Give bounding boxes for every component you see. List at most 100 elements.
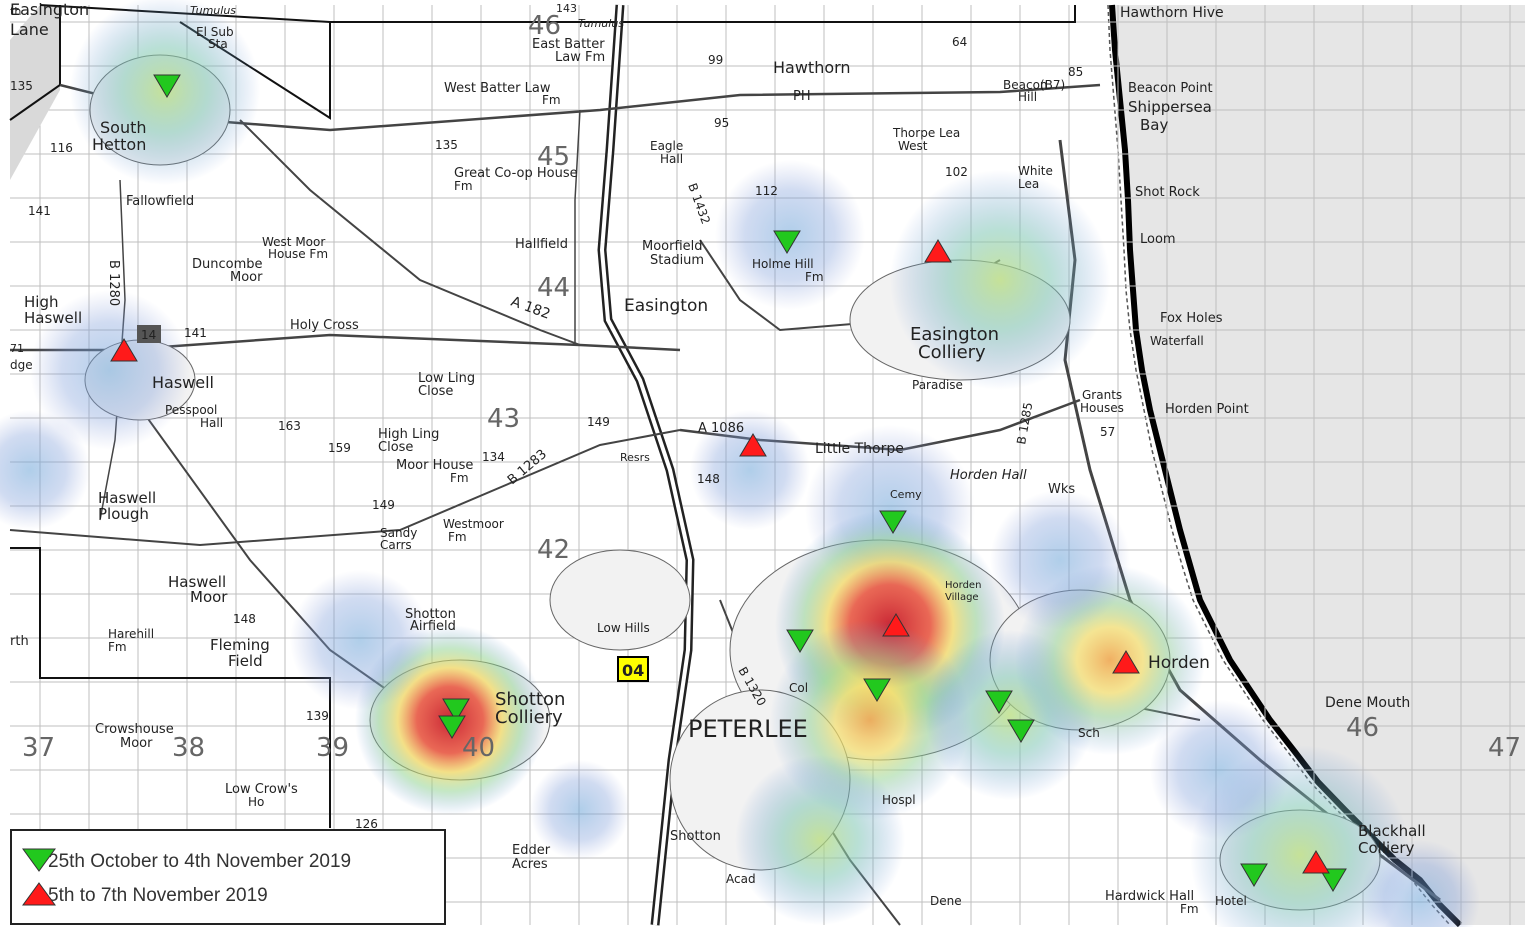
label-great-coop-fm: Fm bbox=[454, 179, 473, 193]
spot-159: 159 bbox=[328, 441, 351, 455]
green-triangle-icon bbox=[22, 848, 56, 872]
label-west-moor-house: House Fm bbox=[268, 247, 328, 261]
legend-row-green: 25th October to 4th November 2019 bbox=[22, 847, 351, 877]
label-eagle-hall: Hall bbox=[660, 152, 683, 166]
road-b1280: B 1280 bbox=[106, 260, 121, 306]
label-hardwick-hall-fm: Fm bbox=[1180, 902, 1199, 916]
label-east-batter: East Batter bbox=[532, 37, 605, 52]
place-labels: Easington Lane Hawthorn Hive Beacon Poin… bbox=[10, 0, 1426, 916]
label-westmoor-fm: Fm bbox=[448, 530, 467, 544]
label-peterlee: PETERLEE bbox=[688, 715, 808, 743]
label-low-crows-ho: Ho bbox=[248, 795, 264, 809]
label-holme-hill: Holme Hill bbox=[752, 257, 814, 271]
label-haswell-moor: Haswell bbox=[168, 573, 226, 591]
grid-37: 37 bbox=[22, 733, 55, 763]
label-tumulus-1: Tumulus bbox=[190, 4, 236, 17]
incident-markers bbox=[110, 74, 1347, 892]
green-triangle-marker bbox=[153, 74, 181, 98]
spot-99: 99 bbox=[708, 53, 723, 67]
label-sch: Sch bbox=[1078, 726, 1100, 740]
label-white: White bbox=[1018, 164, 1053, 178]
label-westmoor: Westmoor bbox=[443, 517, 504, 531]
grid-43: 43 bbox=[487, 404, 520, 434]
junction-04-label: 04 bbox=[622, 661, 644, 680]
grid-38: 38 bbox=[172, 733, 205, 763]
green-triangle-marker bbox=[442, 698, 470, 722]
road-a1086: A 1086 bbox=[698, 421, 744, 436]
label-plough: Plough bbox=[98, 505, 149, 523]
grid-40: 40 bbox=[462, 733, 495, 763]
label-resrs: Resrs bbox=[620, 451, 650, 464]
spot-163: 163 bbox=[278, 419, 301, 433]
road-b1432: B 1432 bbox=[685, 181, 713, 226]
label-shotton-airfield-1: Shotton bbox=[405, 607, 456, 622]
label-sandy-carrs: Carrs bbox=[380, 538, 412, 552]
red-triangle-icon bbox=[22, 882, 56, 906]
junction-04-box bbox=[617, 656, 649, 682]
label-eagle: Eagle bbox=[650, 139, 683, 153]
label-loom: Loom bbox=[1140, 232, 1176, 247]
label-tumulus-2: Tumulus bbox=[578, 17, 624, 30]
label-hawthorn-hive: Hawthorn Hive bbox=[1120, 5, 1224, 21]
green-triangle-marker bbox=[985, 690, 1013, 714]
label-low-hills: Low Hills bbox=[597, 621, 650, 635]
label-south: South bbox=[100, 118, 147, 137]
label-haswell: Haswell bbox=[152, 373, 214, 392]
label-fallowfield: Fallowfield bbox=[126, 194, 194, 209]
green-triangle-marker bbox=[438, 715, 466, 739]
label-pesspool: Pesspool bbox=[165, 403, 217, 417]
label-moorfield-stadium: Stadium bbox=[650, 253, 704, 268]
spot-57: 57 bbox=[1100, 425, 1115, 439]
label-shippersea-bay: Bay bbox=[1140, 116, 1168, 134]
green-triangle-marker bbox=[1240, 863, 1268, 887]
west-shade bbox=[10, 5, 60, 180]
label-shippersea: Shippersea bbox=[1128, 98, 1212, 116]
label-moorfield: Moorfield bbox=[642, 239, 703, 254]
label-crowshouse: Crowshouse bbox=[95, 722, 174, 737]
red-triangle-marker bbox=[1112, 650, 1140, 674]
legend-row-red: 5th to 7th November 2019 bbox=[22, 881, 268, 911]
spot-148b: 148 bbox=[233, 612, 256, 626]
label-harehill-fm: Fm bbox=[108, 640, 127, 654]
spot-134: 134 bbox=[482, 450, 505, 464]
label-haswell-high: Haswell bbox=[24, 309, 82, 327]
legend-label-green: 25th October to 4th November 2019 bbox=[48, 851, 352, 872]
label-thorpe-lea: Thorpe Lea bbox=[892, 126, 960, 140]
label-grants-houses: Houses bbox=[1080, 401, 1124, 415]
label-duncombe-moor: Moor bbox=[230, 270, 263, 285]
label-hardwick-hall: Hardwick Hall bbox=[1105, 889, 1194, 904]
label-blackhall: Blackhall bbox=[1358, 822, 1426, 840]
grid-47: 47 bbox=[1488, 733, 1521, 763]
label-col: Col bbox=[789, 681, 808, 695]
label-harehill: Harehill bbox=[108, 627, 154, 641]
spot-135: 135 bbox=[10, 79, 33, 93]
legend-label-red: 5th to 7th November 2019 bbox=[48, 885, 268, 906]
label-el-sub: El Sub bbox=[196, 25, 234, 39]
label-cemy: Cemy bbox=[890, 488, 922, 501]
label-paradise: Paradise bbox=[912, 378, 963, 392]
label-duncombe: Duncombe bbox=[192, 257, 263, 272]
label-horden: Horden bbox=[1148, 653, 1210, 673]
spot-dge: dge bbox=[10, 358, 33, 372]
red-triangle-marker bbox=[882, 613, 910, 637]
label-east-batter-fm: Law Fm bbox=[555, 50, 605, 65]
label-dene-mouth: Dene Mouth bbox=[1325, 695, 1410, 711]
label-crowshouse-moor: Moor bbox=[120, 736, 153, 751]
spot-139: 139 bbox=[306, 709, 329, 723]
spot-85: 85 bbox=[1068, 65, 1083, 79]
label-shotton: Shotton bbox=[670, 829, 721, 844]
label-easington-lane-2: Lane bbox=[10, 20, 49, 39]
spot-116: 116 bbox=[50, 141, 73, 155]
label-sandy: Sandy bbox=[380, 526, 417, 540]
road-b1283: B 1283 bbox=[505, 447, 550, 488]
spot-112: 112 bbox=[755, 184, 778, 198]
spot-135b: 135 bbox=[435, 138, 458, 152]
spot-71: 71 bbox=[10, 342, 24, 355]
label-shot-rock: Shot Rock bbox=[1135, 185, 1200, 200]
spot-102: 102 bbox=[945, 165, 968, 179]
grid-42: 42 bbox=[537, 535, 570, 565]
spot-149b: 149 bbox=[372, 498, 395, 512]
label-ph: PH bbox=[793, 89, 811, 104]
label-horden-point: Horden Point bbox=[1165, 402, 1249, 417]
